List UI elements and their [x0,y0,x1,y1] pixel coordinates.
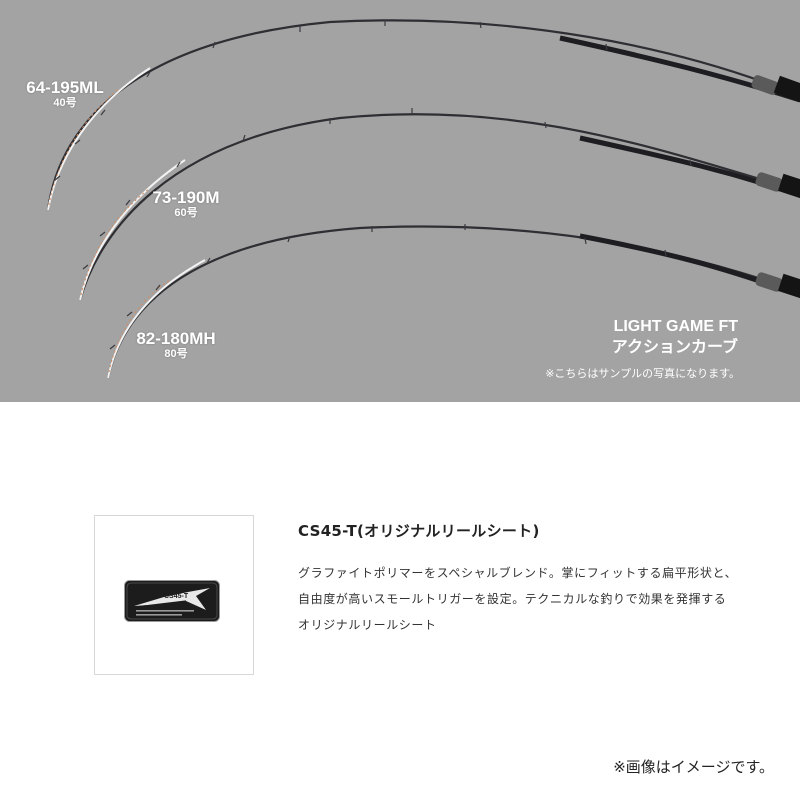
rod-64-195ml [46,19,800,211]
rod-73-190m [78,108,800,301]
rod-82-180mh [106,224,800,379]
rod-bend-illustration [46,19,800,379]
action-curve-title: LIGHT GAME FT アクションカーブ [612,316,738,358]
rod-model: 64-195ML [26,78,104,97]
reel-seat-title: CS45-T(オリジナルリールシート) [298,522,540,540]
rod-model: 82-180MH [136,329,216,348]
action-curve-banner: 64-195ML 40号 73-190M 60号 82-180MH 80号 LI… [0,0,800,402]
rod-label-82-180mh: 82-180MH 80号 [118,329,234,361]
reel-seat-description: グラファイトポリマーをスペシャルブレンド。掌にフィットする扁平形状と、自由度が高… [298,566,738,632]
badge-text: CS45-T [164,593,189,600]
image-disclaimer: ※画像はイメージです。 [613,758,774,776]
rod-line-rating: 80号 [164,348,188,360]
rod-label-64-195ml: 64-195ML 40号 [14,78,116,110]
sample-photo-note: ※こちらはサンプルの写真になります。 [545,367,740,380]
reel-seat-badge-image: CS45-T [124,580,220,622]
series-name: LIGHT GAME FT [613,318,738,335]
rod-label-73-190m: 73-190M 60号 [134,188,238,220]
rod-line-rating: 60号 [174,207,198,219]
action-curve-label: アクションカーブ [611,339,738,356]
rod-line-rating: 40号 [53,97,77,109]
rod-model: 73-190M [152,188,220,207]
